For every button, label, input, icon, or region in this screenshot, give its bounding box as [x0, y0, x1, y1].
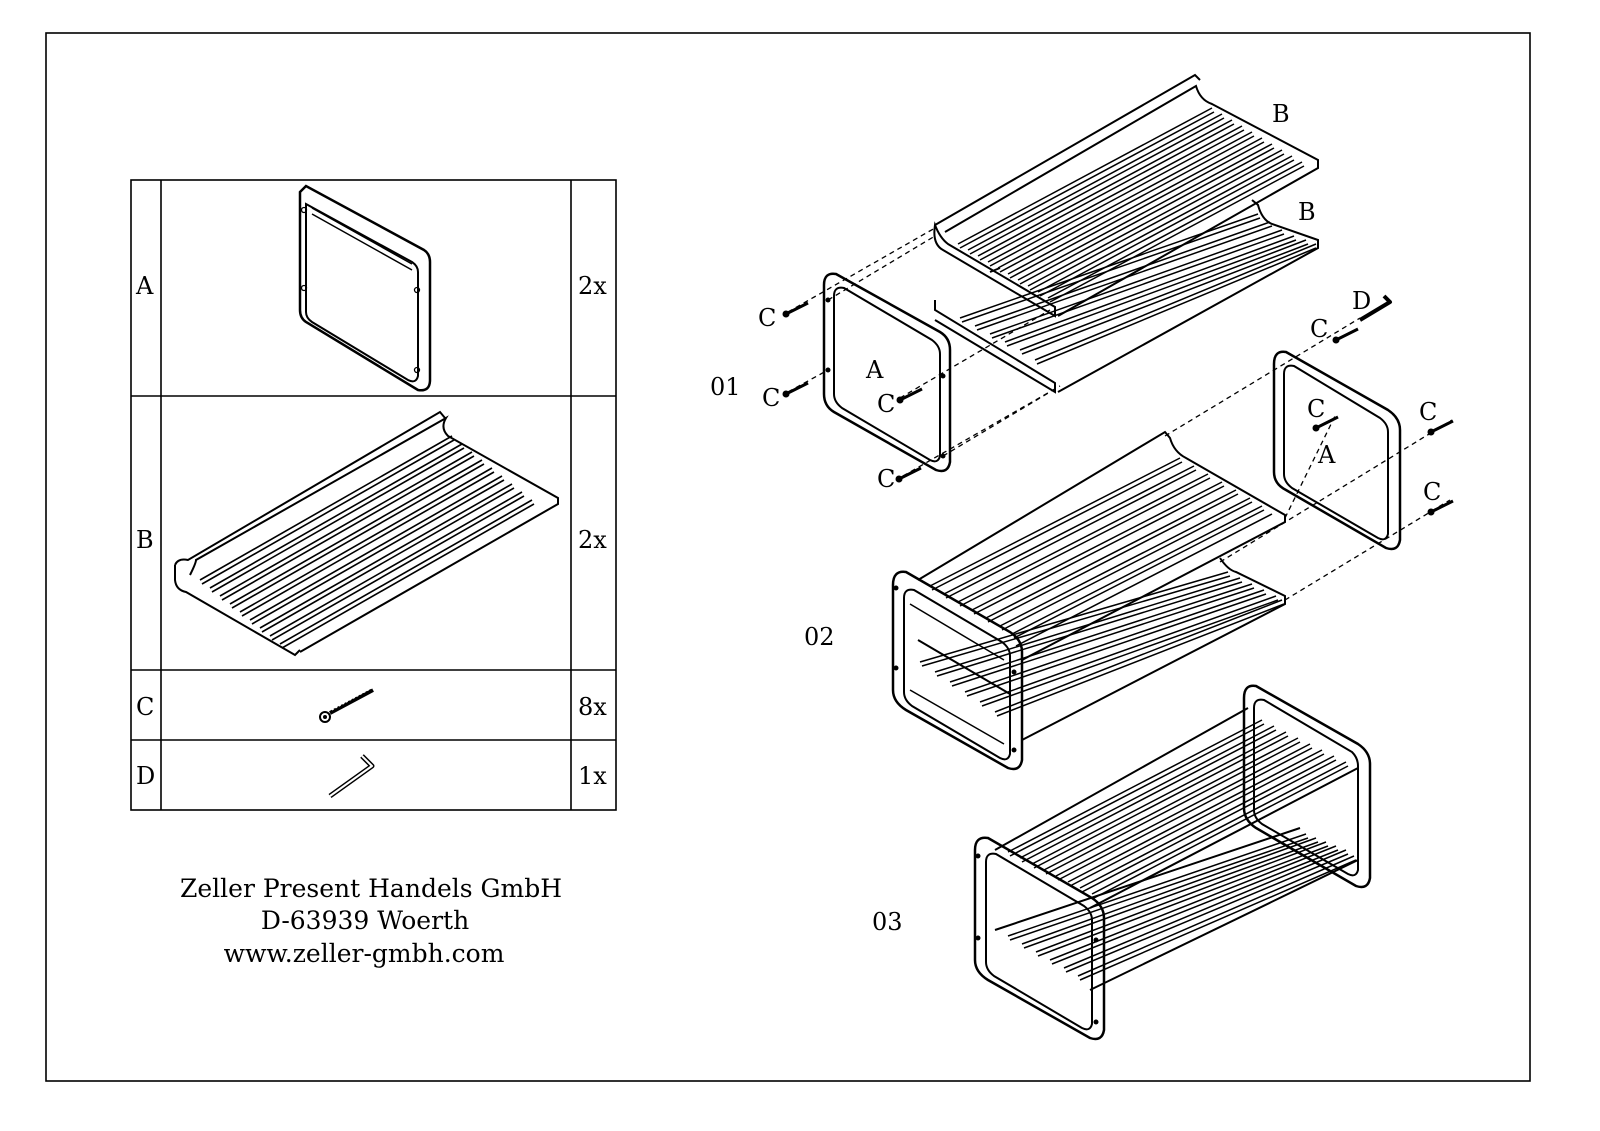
part-id-d: D: [136, 762, 155, 790]
step-01-shelf-middle: [934, 199, 1319, 394]
step-02-label-c2: C: [1307, 395, 1325, 423]
step-02-front-frame: [891, 570, 1024, 771]
part-qty-b: 2x: [578, 526, 607, 554]
company-url: www.zeller-gmbh.com: [224, 939, 505, 968]
step-01-number: 01: [710, 373, 741, 401]
part-qty-a: 2x: [578, 272, 607, 300]
step-02-allen-key: [1358, 294, 1392, 322]
company-city: D-63939 Woerth: [261, 906, 469, 935]
step-01-label-c1: C: [758, 304, 776, 332]
step-01-shelf-top: [933, 73, 1319, 318]
step-02-label-c4: C: [1423, 478, 1441, 506]
shelf-rack-illustration: [174, 410, 559, 657]
step-01-label-b-mid: B: [1298, 198, 1316, 226]
screw-illustration: [319, 687, 374, 723]
part-qty-c: 8x: [578, 693, 607, 721]
part-id-a: A: [135, 272, 154, 300]
step-01-label-a: A: [865, 356, 884, 384]
step-03: 03: [872, 684, 1372, 1041]
company-info: Zeller Present Handels GmbH D-63939 Woer…: [180, 874, 562, 968]
step-02-label-d: D: [1352, 287, 1371, 315]
part-id-b: B: [136, 526, 154, 554]
side-frame-illustration: [298, 184, 432, 392]
step-01-side-frame: [822, 272, 952, 473]
step-02-label-a: A: [1317, 441, 1336, 469]
step-01-label-c4: C: [877, 465, 895, 493]
step-02-label-c1: C: [1310, 315, 1328, 343]
step-01-label-c3: C: [877, 390, 895, 418]
company-name: Zeller Present Handels GmbH: [180, 874, 562, 903]
allen-key-illustration: [328, 754, 375, 799]
step-02-back-frame: [1272, 350, 1402, 551]
step-01: 01: [710, 73, 1319, 493]
step-02-number: 02: [804, 623, 835, 651]
page-border: [45, 32, 1531, 1082]
parts-table: A 2x B 2x: [130, 179, 617, 811]
part-id-c: C: [136, 693, 154, 721]
step-01-label-c2: C: [762, 384, 780, 412]
step-03-front-frame: [973, 836, 1106, 1041]
step-02-label-c3: C: [1419, 398, 1437, 426]
step-02-shelves: [917, 430, 1286, 741]
step-02: 02: [804, 287, 1455, 771]
step-01-label-b-top: B: [1272, 100, 1290, 128]
part-qty-d: 1x: [578, 762, 607, 790]
step-03-number: 03: [872, 908, 903, 936]
